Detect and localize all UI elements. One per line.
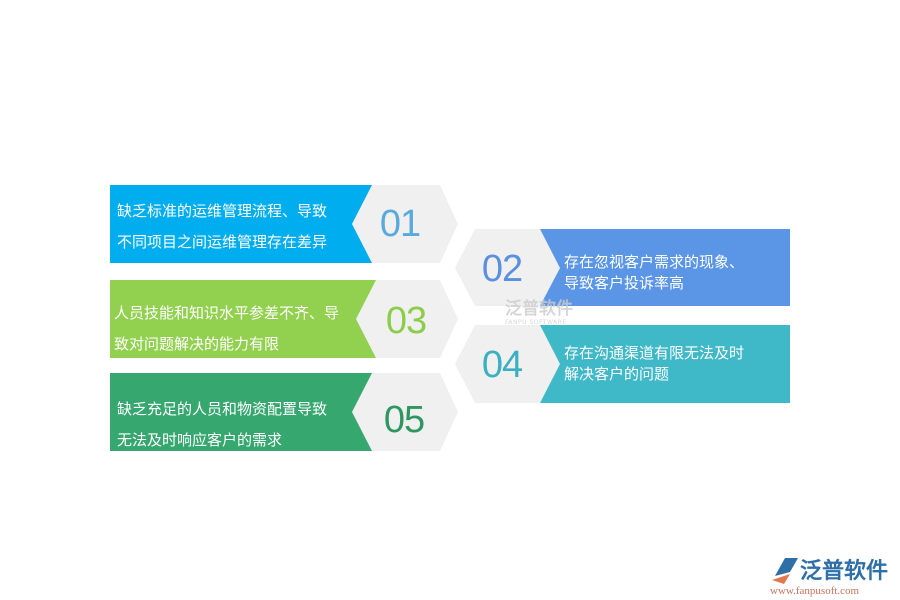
item-01-number: 01 — [379, 203, 421, 245]
logo-icon-accent — [772, 574, 790, 584]
item-01-bar — [110, 185, 380, 263]
item-04-hexagon — [455, 325, 560, 403]
item-05-number: 05 — [383, 399, 425, 441]
item-02-hexagon — [455, 229, 560, 306]
item-05-bar — [110, 373, 380, 451]
item-03-number: 03 — [385, 300, 427, 342]
item-02-bar — [540, 229, 790, 306]
item-05-hexagon — [352, 373, 458, 451]
item-04-bar — [540, 325, 790, 403]
item-04-number: 04 — [481, 344, 523, 386]
item-03-hexagon — [356, 280, 458, 358]
item-02-text: 存在忽视客户需求的现象、导致客户投诉率高 — [564, 253, 745, 292]
item-02-number: 02 — [481, 248, 523, 290]
item-03-bar — [110, 280, 380, 358]
item-04-text: 存在沟通渠道有限无法及时解决客户的问题 — [564, 344, 745, 383]
item-01-hexagon — [352, 185, 458, 263]
item-01-text: 缺乏标准的运维管理流程、导致不同项目之间运维管理存在差异 — [117, 202, 328, 251]
item-05-text: 缺乏充足的人员和物资配置导致无法及时响应客户的需求 — [117, 400, 328, 449]
item-03-text: 人员技能和知识水平参差不齐、导致对问题解决的能力有限 — [114, 304, 340, 353]
logo-icon — [775, 558, 798, 576]
